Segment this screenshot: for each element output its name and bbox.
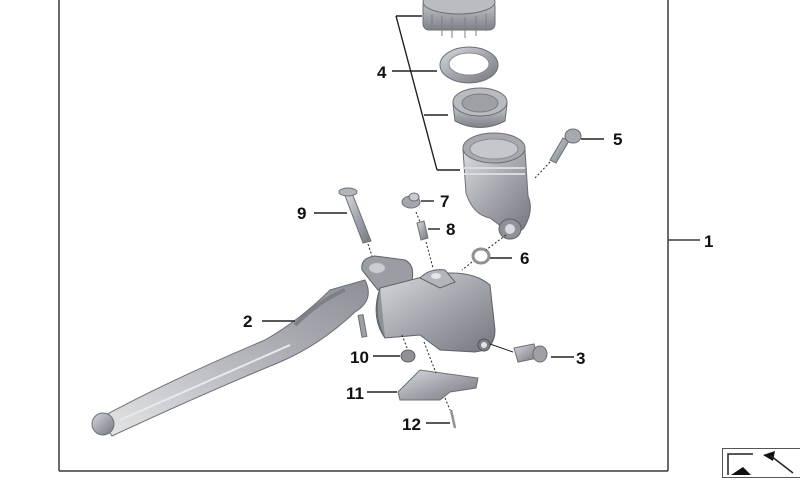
arrow-nav-icon[interactable] [722,448,800,478]
callout-label-10: 10 [350,348,369,367]
parts-diagram [58,0,700,472]
callout-label-12: 12 [402,415,421,434]
callout-label-5: 5 [613,130,623,149]
assembly-frame [58,0,700,472]
callout-label-9: 9 [297,204,307,223]
switch-bracket [397,369,479,401]
callout-label-6: 6 [520,249,530,268]
sealing-ring [471,247,491,265]
callout-label-8: 8 [446,220,456,239]
callout-label-11: 11 [346,384,364,403]
banjo-screw [549,128,582,164]
bleeder-cap [401,192,421,209]
reservoir-cap [422,0,496,38]
master-cylinder-body [361,255,496,353]
reservoir-body [462,132,531,240]
callout-label-3: 3 [576,349,586,368]
callout-label-7: 7 [440,192,450,211]
callout-4-bracket [393,15,460,171]
nut [400,349,416,363]
callout-label-2: 2 [243,312,253,331]
clamp-bolt [513,343,548,363]
callout-label-4: 4 [377,63,387,82]
diaphragm [452,87,508,128]
diaphragm-ring [439,46,499,84]
callout-label-1: 1 [704,232,714,251]
brake-lever [91,279,369,437]
screw [449,409,457,429]
bleeder-valve [416,220,429,241]
pivot-pin [338,187,372,244]
